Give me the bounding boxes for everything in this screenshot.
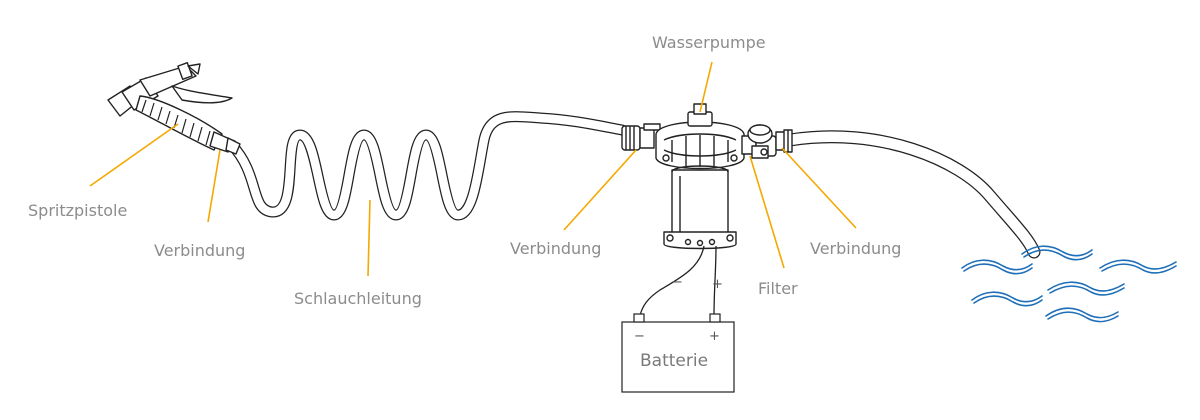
- leader-wasserpumpe: [699, 61, 713, 113]
- label-schlauchleitung: Schlauchleitung: [294, 289, 422, 308]
- leader-verbindung-pump: [563, 149, 637, 231]
- label-verbindung-gun: Verbindung: [154, 241, 245, 260]
- leader-verbindung-gun: [207, 149, 221, 223]
- filter: [747, 124, 793, 159]
- leader-spritzpistole: [89, 123, 179, 187]
- leader-lines: [89, 61, 857, 277]
- label-spritzpistole: Spritzpistole: [28, 201, 127, 220]
- coiled-hose: [226, 111, 628, 221]
- water-waves: [961, 245, 1177, 323]
- battery-wires: [639, 245, 717, 317]
- battery-positive-terminal: +: [709, 329, 720, 344]
- label-verbindung-pump: Verbindung: [510, 239, 601, 258]
- leader-verbindung-filter: [781, 147, 857, 229]
- leader-filter: [749, 155, 785, 269]
- wire-positive-label: +: [712, 277, 723, 292]
- battery: [621, 313, 735, 393]
- label-wasserpumpe: Wasserpumpe: [652, 33, 766, 52]
- battery-negative-terminal: −: [634, 329, 645, 344]
- water-pump: [621, 103, 757, 250]
- label-filter: Filter: [758, 279, 798, 298]
- spray-gun: [107, 62, 241, 155]
- battery-label: Batterie: [640, 351, 708, 371]
- label-verbindung-filter: Verbindung: [810, 239, 901, 258]
- intake-hose: [783, 130, 1041, 259]
- wire-negative-label: −: [672, 275, 683, 290]
- leader-schlauchleitung: [367, 199, 371, 277]
